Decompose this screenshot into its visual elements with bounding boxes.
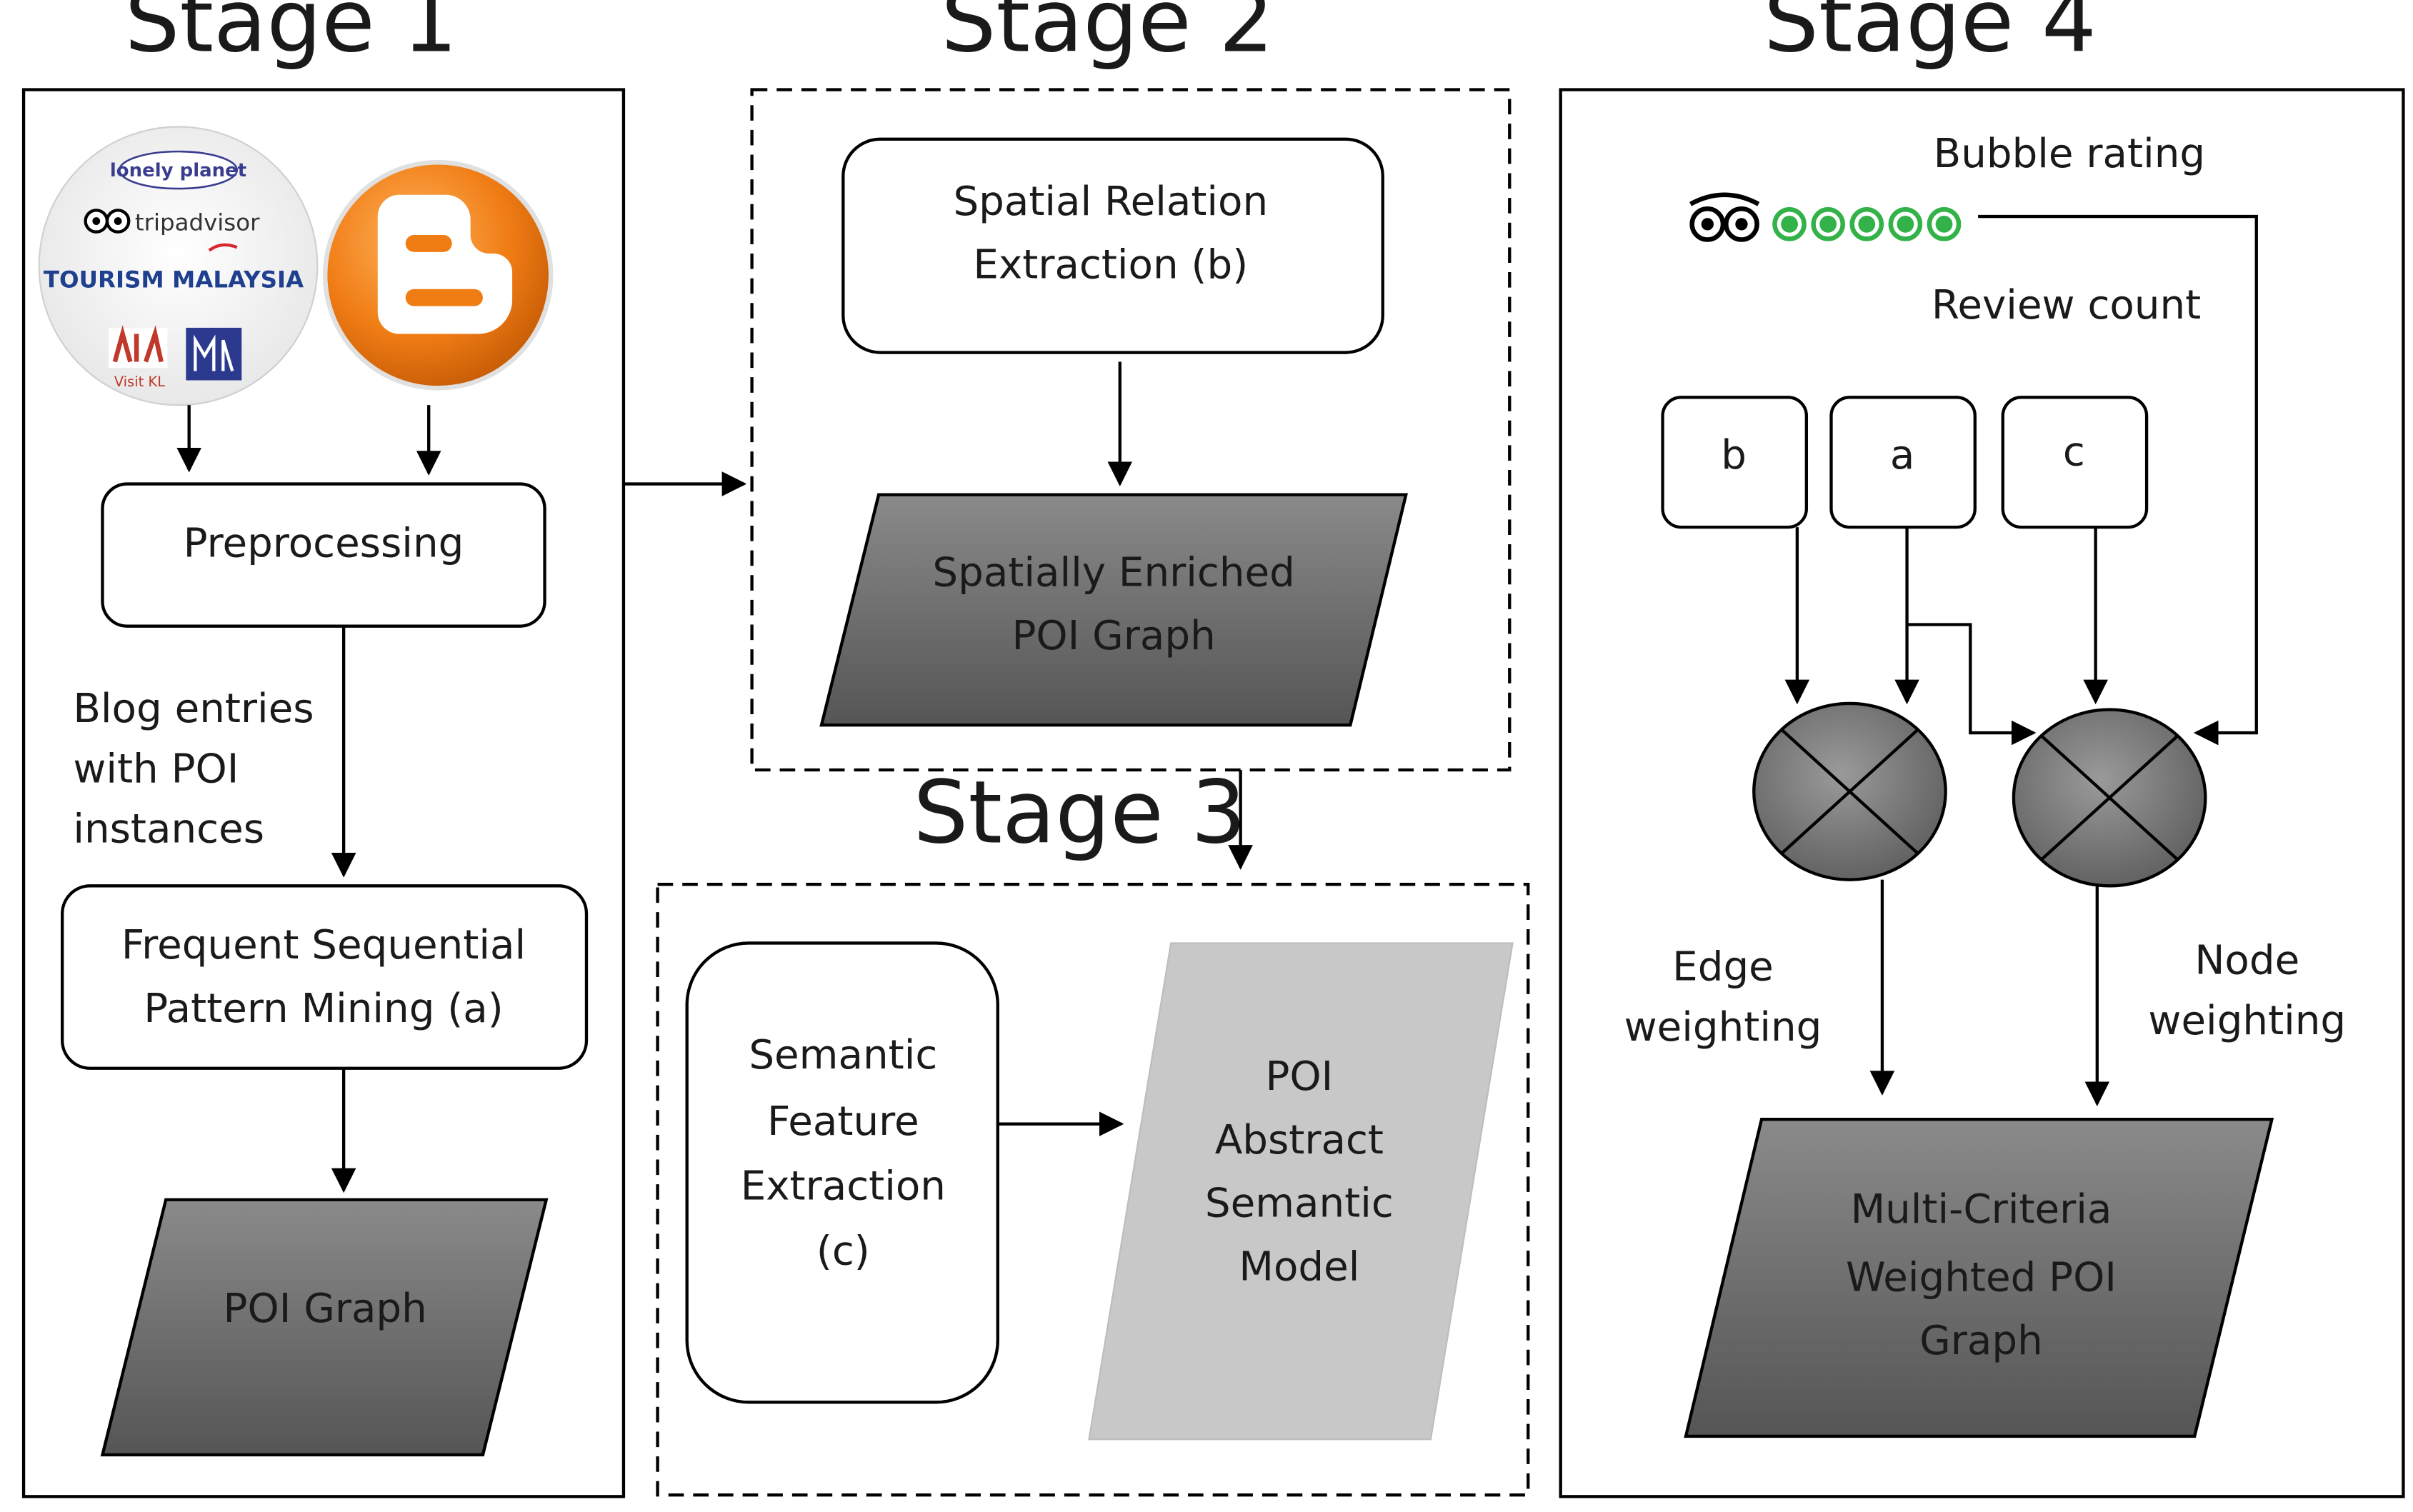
input-box-c xyxy=(2001,396,2149,529)
input-box-b-label: b xyxy=(1721,432,1747,479)
bubble-rating-icon xyxy=(1772,207,1962,241)
spatial-extraction-line-2: Extraction (b) xyxy=(973,242,1248,289)
edge-weighting-multiply-icon xyxy=(1752,701,1947,881)
multi-criteria-weighted-graph-shape xyxy=(1684,1118,2274,1438)
tripadvisor-owl-icon xyxy=(1689,192,1760,242)
lonely-planet-logo: lonely planet xyxy=(110,150,246,190)
semantic-model-line-3: Semantic xyxy=(1205,1181,1394,1227)
spatial-graph-line-2: POI Graph xyxy=(1011,613,1215,659)
tourism-sources-logos: lonely planet tripadvisor TOURISM MALAYS… xyxy=(38,126,319,406)
poi-graph-shape xyxy=(100,1198,549,1457)
semantic-extraction-line-2: Feature xyxy=(767,1098,919,1145)
preprocessing-box xyxy=(101,482,546,628)
input-box-b xyxy=(1661,396,1809,529)
svg-text:with POI: with POI xyxy=(73,746,239,792)
stage-2-container xyxy=(750,88,1512,772)
semantic-model-line-4: Model xyxy=(1239,1243,1359,1290)
stage-3-title: Stage 3 xyxy=(914,762,1247,863)
input-box-a xyxy=(1829,396,1977,529)
tourism-malaysia-logo: TOURISM MALAYSIA xyxy=(44,243,304,294)
preprocessing-label: Preprocessing xyxy=(184,520,464,566)
semantic-model-line-2: Abstract xyxy=(1215,1117,1384,1163)
arrow-rating-to-node-weighting xyxy=(1978,214,2258,746)
semantic-feature-extraction-box xyxy=(685,941,999,1404)
svg-text:tripadvisor: tripadvisor xyxy=(135,209,260,236)
edge-weighting-line-2: weighting xyxy=(1624,1004,1822,1051)
stage-1-container xyxy=(21,88,626,1498)
spatial-extraction-line-1: Spatial Relation xyxy=(953,179,1268,225)
spatial-graph-line-1: Spatially Enriched xyxy=(932,549,1294,596)
bubble-rating-label: Bubble rating xyxy=(1934,131,2206,177)
semantic-extraction-line-4: (c) xyxy=(816,1228,870,1275)
stage-4-container xyxy=(1559,88,2405,1498)
blogger-icon xyxy=(322,160,554,391)
node-weighting-multiply-icon xyxy=(2012,708,2207,888)
mining-label-line-2: Pattern Mining (a) xyxy=(144,986,503,1032)
poi-abstract-semantic-model-shape xyxy=(1088,942,1514,1441)
edge-weighting-line-1: Edge xyxy=(1672,943,1774,990)
node-weighting-line-2: weighting xyxy=(2148,998,2346,1044)
spatially-enriched-graph-shape xyxy=(819,493,1408,727)
input-box-c-label: c xyxy=(2063,429,2085,476)
semantic-extraction-line-3: Extraction xyxy=(741,1163,946,1210)
blog-entries-note: Blog entries with POI instances xyxy=(73,686,314,853)
svg-text:TOURISM MALAYSIA: TOURISM MALAYSIA xyxy=(44,266,304,294)
sequential-pattern-mining-box xyxy=(61,884,589,1070)
node-weighting-line-1: Node xyxy=(2194,938,2299,984)
weighted-graph-line-3: Graph xyxy=(1919,1318,2043,1364)
semantic-model-line-1: POI xyxy=(1265,1053,1333,1100)
tripadvisor-logo: tripadvisor xyxy=(84,209,260,236)
spatial-relation-extraction-box xyxy=(841,137,1384,354)
svg-text:lonely planet: lonely planet xyxy=(110,160,246,181)
stage-4-title: Stage 4 xyxy=(1764,0,2097,71)
stage-3-container xyxy=(656,882,1530,1497)
arrow-a-to-node-weighting xyxy=(1907,623,2037,746)
stage-1-title: Stage 1 xyxy=(125,0,458,71)
stage-2-title: Stage 2 xyxy=(941,0,1274,71)
visit-kl-logo: Visit KL xyxy=(109,325,242,390)
poi-graph-label: POI Graph xyxy=(224,1286,427,1332)
mining-label-line-1: Frequent Sequential xyxy=(121,922,526,968)
weighted-graph-line-2: Weighted POI xyxy=(1846,1254,2117,1301)
semantic-extraction-line-1: Semantic xyxy=(749,1032,937,1078)
svg-text:Visit KL: Visit KL xyxy=(114,374,165,390)
weighted-graph-line-1: Multi-Criteria xyxy=(1851,1186,2112,1233)
svg-text:Blog entries: Blog entries xyxy=(73,686,314,732)
input-box-a-label: a xyxy=(1890,432,1914,479)
review-count-label: Review count xyxy=(1932,282,2201,329)
svg-text:instances: instances xyxy=(73,806,264,853)
